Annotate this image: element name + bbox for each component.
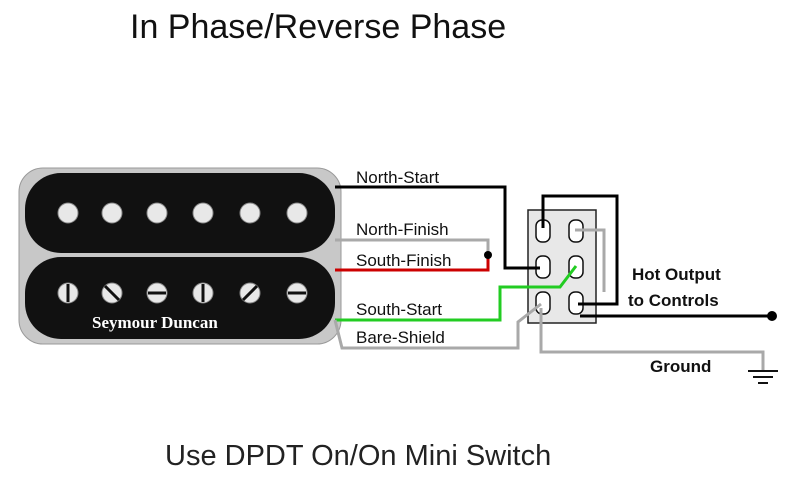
label-north-start: North-Start <box>356 168 439 187</box>
label-south-finish: South-Finish <box>356 251 451 270</box>
wire-south-start <box>335 265 578 322</box>
pole-screw <box>57 282 79 304</box>
wire-ground <box>539 308 765 370</box>
ground-symbol-icon <box>748 370 778 384</box>
label-hot-output-line2: to Controls <box>628 291 719 310</box>
pole-screw <box>146 282 168 304</box>
label-south-start: South-Start <box>356 300 442 319</box>
diagram-footer: Use DPDT On/On Mini Switch <box>165 440 551 472</box>
label-hot-output-line1: Hot Output <box>632 265 721 284</box>
switch-lugs <box>535 219 584 315</box>
south-coil <box>25 257 335 339</box>
wire-north-finish <box>335 238 490 255</box>
pickup-brand-label: Seymour Duncan <box>92 313 218 332</box>
pole-piece <box>239 202 261 224</box>
north-coil <box>25 173 335 253</box>
north-pole-pieces <box>57 202 308 224</box>
pole-piece <box>286 202 308 224</box>
label-ground: Ground <box>650 357 711 376</box>
hot-output-terminal <box>767 311 777 321</box>
pole-screw <box>286 282 308 304</box>
south-pole-screws <box>57 282 308 304</box>
pole-screw <box>239 282 261 304</box>
jumper-top-left <box>541 194 619 306</box>
pole-piece <box>146 202 168 224</box>
label-north-finish: North-Finish <box>356 220 449 239</box>
label-bare-shield: Bare-Shield <box>356 328 445 347</box>
pole-screw <box>101 282 123 304</box>
wire-south-finish <box>335 255 490 272</box>
wire-bare-shield <box>333 302 542 350</box>
pole-screw <box>192 282 214 304</box>
pole-piece <box>192 202 214 224</box>
pole-piece <box>101 202 123 224</box>
junction-dot <box>484 251 492 259</box>
humbucker-pickup: Seymour Duncan <box>18 167 342 345</box>
diagram-title: In Phase/Reverse Phase <box>130 8 506 46</box>
wire-north-start <box>335 185 540 270</box>
lug <box>535 291 551 315</box>
pole-piece <box>57 202 79 224</box>
jumper-top-right <box>575 228 606 292</box>
